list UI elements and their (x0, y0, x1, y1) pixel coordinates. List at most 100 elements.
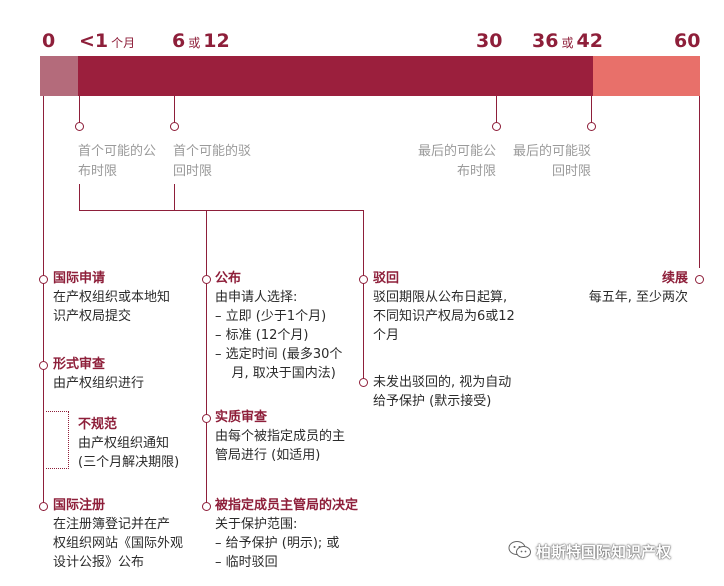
tick-6: 6 (172, 30, 186, 52)
publication-option-standard: – 标准 (12个月) (215, 328, 309, 343)
tick-12: 12 (203, 30, 230, 52)
elbow-first-pub-down (79, 184, 80, 210)
node-decision (202, 502, 211, 511)
timeline-bar-renewal-segment (593, 56, 700, 96)
refusal-text-1: 驳回期限从公布日起算, (373, 290, 508, 305)
marker-text-last-pub-l1: 最后的可能公 (417, 144, 496, 159)
block-intl-application: 国际申请 在产权组织或本地知 识产权局提交 (53, 270, 170, 326)
timeline-connector-col3 (363, 210, 364, 382)
node-intl-application (39, 275, 48, 284)
intl-registration-title: 国际注册 (53, 498, 106, 513)
intl-registration-text-3: 设计公报》公布 (53, 555, 145, 570)
block-formal-exam: 形式审查 由产权组织进行 (53, 356, 144, 393)
marker-line-last-pub (496, 96, 497, 124)
intl-registration-text-2: 权组织网站《国际外观 (53, 536, 184, 551)
tick-30: 30 (476, 30, 503, 52)
node-publication (202, 275, 211, 284)
marker-text-last-ref: 最后的可能驳 回时限 (511, 142, 591, 182)
publication-option-immediate: – 立即 (少于1个月) (215, 309, 327, 324)
marker-text-last-ref-l2: 回时限 (551, 164, 591, 179)
node-auto-protection (359, 378, 368, 387)
tick-42: 42 (576, 30, 603, 52)
block-auto-protection: 未发出驳回的, 视为自动 给予保护 (默示接受) (373, 373, 511, 411)
elbow-first-ref-across (174, 210, 364, 211)
block-irregularity: 不规范 由产权组织通知 (三个月解决期限) (78, 416, 179, 472)
publication-title: 公布 (215, 271, 242, 286)
timeline-connector-col1 (43, 96, 44, 511)
refusal-title: 驳回 (373, 271, 400, 286)
block-substantive-exam: 实质审查 由每个被指定成员的主 管局进行 (如适用) (215, 409, 345, 465)
block-renewal: 续展 每五年, 至少两次 (560, 270, 688, 307)
wechat-icon (508, 540, 532, 560)
marker-circle-last-pub (492, 122, 501, 131)
intl-registration-text-1: 在注册簿登记并在产 (53, 517, 171, 532)
substantive-exam-text-2: 管局进行 (如适用) (215, 448, 321, 463)
publication-option-deferred-2: 月, 取决于国内法) (215, 366, 336, 381)
watermark-text: 柏斯特国际知识产权 (536, 543, 672, 561)
node-refusal (359, 275, 368, 284)
auto-protection-text-2: 给予保护 (默示接受) (373, 394, 492, 409)
node-intl-registration (39, 502, 48, 511)
marker-text-last-pub-l2: 布时限 (456, 164, 496, 179)
elbow-first-ref-down (174, 184, 175, 210)
tick-or-a: 或 (188, 36, 201, 50)
marker-text-first-pub: 首个可能的公 布时限 (78, 142, 156, 182)
marker-text-first-pub-l2: 布时限 (78, 164, 118, 179)
marker-text-first-pub-l1: 首个可能的公 (78, 144, 157, 159)
decision-option-refusal: – 临时驳回 (215, 555, 278, 570)
node-renewal (695, 275, 704, 284)
marker-circle-first-pub (75, 122, 84, 131)
refusal-text-3: 个月 (373, 328, 400, 343)
marker-line-last-ref (591, 96, 592, 124)
marker-text-first-ref-l2: 回时限 (173, 164, 213, 179)
formal-exam-text-1: 由产权组织进行 (53, 376, 145, 391)
decision-text-1: 关于保护范围: (215, 517, 298, 532)
intl-application-text-1: 在产权组织或本地知 (53, 290, 171, 305)
timeline-connector-renewal (699, 96, 700, 268)
substantive-exam-title: 实质审查 (215, 410, 268, 425)
tick-36: 36 (532, 30, 559, 52)
node-formal-exam (39, 361, 48, 370)
decision-title: 被指定成员主管局的决定 (215, 498, 359, 513)
block-refusal: 驳回 驳回期限从公布日起算, 不同知识产权局为6或12 个月 (373, 270, 515, 345)
marker-text-last-pub: 最后的可能公 布时限 (416, 142, 496, 182)
marker-text-first-ref: 首个可能的驳 回时限 (173, 142, 251, 182)
marker-circle-last-ref (587, 122, 596, 131)
tick-lt1-unit: 个月 (111, 36, 136, 50)
tick-lt1-value: <1 (79, 30, 109, 52)
publication-option-deferred-1: – 选定时间 (最多30个 (215, 347, 343, 362)
irregularity-bracket (46, 411, 69, 469)
block-intl-registration: 国际注册 在注册簿登记并在产 权组织网站《国际外观 设计公报》公布 (53, 497, 183, 572)
renewal-title: 续展 (661, 271, 688, 286)
substantive-exam-text-1: 由每个被指定成员的主 (215, 429, 346, 444)
formal-exam-title: 形式审查 (53, 357, 106, 372)
irregularity-text-2: (三个月解决期限) (78, 455, 180, 470)
irregularity-title: 不规范 (78, 417, 118, 432)
timeline-bar-start-segment (40, 56, 78, 96)
marker-circle-first-ref (170, 122, 179, 131)
tick-or-b: 或 (561, 36, 574, 50)
auto-protection-text-1: 未发出驳回的, 视为自动 (373, 375, 512, 390)
intl-application-title: 国际申请 (53, 271, 106, 286)
intl-application-text-2: 识产权局提交 (53, 309, 132, 324)
marker-text-first-ref-l1: 首个可能的驳 (173, 144, 252, 159)
block-decision: 被指定成员主管局的决定 关于保护范围: – 给予保护 (明示); 或 – 临时驳… (215, 497, 358, 572)
irregularity-text-1: 由产权组织通知 (78, 436, 170, 451)
tick-0: 0 (42, 30, 56, 52)
timeline-connector-col2 (206, 210, 207, 510)
publication-text-1: 由申请人选择: (215, 290, 298, 305)
marker-text-last-ref-l1: 最后的可能驳 (512, 144, 591, 159)
tick-60: 60 (674, 30, 701, 52)
marker-line-first-pub (79, 96, 80, 124)
renewal-text-1: 每五年, 至少两次 (588, 290, 688, 305)
block-publication: 公布 由申请人选择: – 立即 (少于1个月) – 标准 (12个月) – 选定… (215, 270, 342, 383)
elbow-first-pub-across (79, 210, 207, 211)
refusal-text-2: 不同知识产权局为6或12 (373, 309, 515, 324)
timeline-bar-main-segment (78, 56, 593, 96)
node-substantive-exam (202, 414, 211, 423)
decision-option-grant: – 给予保护 (明示); 或 (215, 536, 340, 551)
marker-line-first-ref (174, 96, 175, 124)
